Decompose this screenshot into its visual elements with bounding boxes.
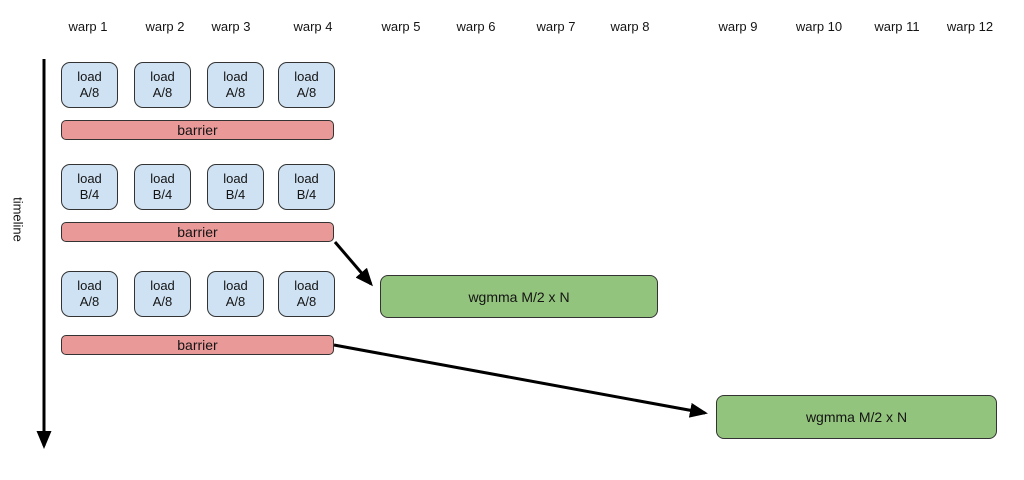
arrow-barrier2-to-wgmma1 [333,241,373,287]
load-b-box: load B/4 [278,164,335,210]
warp-label-4: warp 4 [293,19,333,34]
load-box-line1: load [77,278,102,293]
load-box-line1: load [294,278,319,293]
load-a-box: load A/8 [207,62,264,108]
barrier-bar-1: barrier [61,120,334,140]
load-box-line2: B/4 [225,187,246,202]
warp-label-10: warp 10 [795,19,843,34]
load-box-line1: load [77,69,102,84]
arrow-barrier3-to-wgmma2 [333,343,708,418]
load-a-box: load A/8 [278,62,335,108]
timeline-label: timeline [10,197,26,242]
load-box-line1: load [150,69,175,84]
barrier-label: barrier [177,337,218,353]
warp-label-1: warp 1 [68,19,108,34]
load-box-line1: load [77,171,102,186]
load-box-line2: A/8 [225,294,246,309]
barrier-label: barrier [177,224,218,240]
wgmma-box-1: wgmma M/2 x N [380,275,658,318]
load-box-line1: load [294,69,319,84]
load-a-box: load A/8 [61,62,118,108]
load-box-line2: B/4 [79,187,100,202]
warp-label-6: warp 6 [456,19,496,34]
warp-label-11: warp 11 [874,19,920,34]
load-box-line1: load [223,278,248,293]
load-box-line2: A/8 [152,85,173,100]
wgmma-label: wgmma M/2 x N [468,288,570,305]
barrier-bar-2: barrier [61,222,334,242]
warp-label-9: warp 9 [718,19,758,34]
load-box-line1: load [223,171,248,186]
warp-label-2: warp 2 [145,19,185,34]
load-box-line1: load [150,171,175,186]
load-box-line2: A/8 [79,85,100,100]
wgmma-box-2: wgmma M/2 x N [716,395,997,439]
load-box-line1: load [150,278,175,293]
load-b-box: load B/4 [134,164,191,210]
load-box-line2: A/8 [152,294,173,309]
load-box-line1: load [223,69,248,84]
load-b-box: load B/4 [61,164,118,210]
load-a-box: load A/8 [134,271,191,317]
load-box-line1: load [294,171,319,186]
load-a-box: load A/8 [207,271,264,317]
warp-label-7: warp 7 [536,19,576,34]
barrier-bar-3: barrier [61,335,334,355]
load-b-box: load B/4 [207,164,264,210]
warp-label-8: warp 8 [610,19,650,34]
load-box-line2: A/8 [296,294,317,309]
load-a-box: load A/8 [134,62,191,108]
load-box-line2: A/8 [296,85,317,100]
load-box-line2: B/4 [152,187,173,202]
load-a-box: load A/8 [61,271,118,317]
load-box-line2: B/4 [296,187,317,202]
wgmma-label: wgmma M/2 x N [805,409,908,425]
load-a-box: load A/8 [278,271,335,317]
warp-label-5: warp 5 [381,19,421,34]
load-box-line2: A/8 [225,85,246,100]
warp-label-3: warp 3 [211,19,251,34]
warp-label-12: warp 12 [946,19,994,34]
load-box-line2: A/8 [79,294,100,309]
barrier-label: barrier [177,122,218,138]
